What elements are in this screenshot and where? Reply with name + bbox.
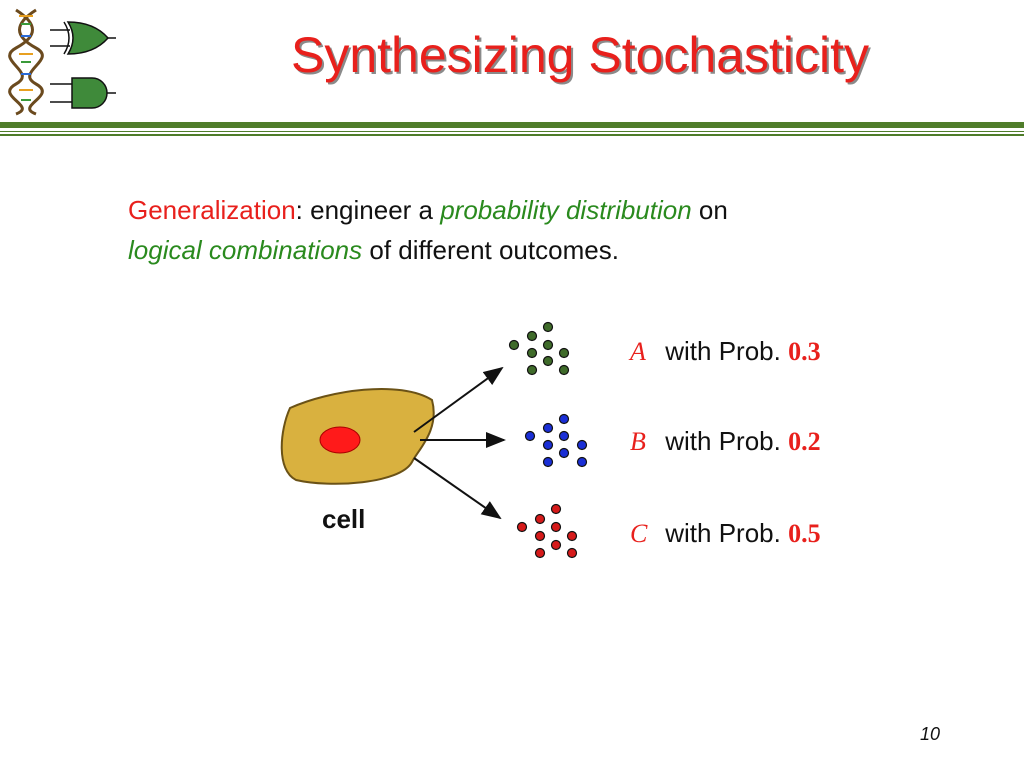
outcome-b-molecules <box>524 413 588 468</box>
molecule-dot <box>526 347 538 359</box>
molecule-dot <box>558 347 570 359</box>
outcome-a-molecules <box>508 321 570 376</box>
generalization-label: Generalization <box>128 195 296 225</box>
outcome-a-letter: A <box>630 337 646 366</box>
molecule-dot <box>526 364 538 376</box>
molecule-dot <box>550 503 562 515</box>
arrow-to-a <box>413 366 504 433</box>
molecule-dot <box>550 521 562 533</box>
molecule-dot <box>558 430 570 442</box>
molecule-dot <box>566 530 578 542</box>
logical-combinations-phrase: logical combinations <box>128 235 363 265</box>
outcome-a-prob: 0.3 <box>788 337 821 366</box>
dna-helix-icon <box>8 8 44 116</box>
outcome-c-molecules <box>516 503 578 559</box>
molecule-dot <box>534 513 546 525</box>
molecule-dot <box>576 439 588 451</box>
molecule-dot <box>542 339 554 351</box>
molecule-dot <box>542 422 554 434</box>
cell-nucleus <box>319 426 361 454</box>
molecule-dot <box>542 439 554 451</box>
molecule-dot <box>542 321 554 333</box>
outcome-c-label: with Prob. <box>665 518 781 548</box>
molecule-dot <box>542 355 554 367</box>
arrow-to-c <box>413 457 502 520</box>
molecule-dot <box>534 547 546 559</box>
outcome-b-label: with Prob. <box>665 426 781 456</box>
outcome-b-letter: B <box>630 427 646 456</box>
statement-text-2: on <box>691 195 728 225</box>
molecule-dot <box>508 339 520 351</box>
molecule-dot <box>576 456 588 468</box>
statement-text-1: engineer a <box>302 195 441 225</box>
cell-label: cell <box>322 504 366 534</box>
statement-text-3: of different outcomes. <box>362 235 619 265</box>
generalization-statement: Generalization: engineer a probability d… <box>128 190 948 270</box>
molecule-dot <box>558 413 570 425</box>
molecule-dot <box>558 447 570 459</box>
molecule-dot <box>526 330 538 342</box>
molecule-dot <box>524 430 536 442</box>
page-number: 10 <box>919 724 940 744</box>
molecule-dot <box>542 456 554 468</box>
molecule-dot <box>516 521 528 533</box>
molecule-dot <box>558 364 570 376</box>
dna-logic-gates-logo <box>8 8 116 116</box>
outcome-a-row: A with Prob. 0.3 <box>630 336 821 367</box>
and-gate-icon <box>50 77 116 109</box>
outcome-b-prob: 0.2 <box>788 427 821 456</box>
outcome-c-row: C with Prob. 0.5 <box>630 518 821 549</box>
outcome-a-label: with Prob. <box>665 336 781 366</box>
molecule-dot <box>534 530 546 542</box>
xor-gate-icon <box>50 21 116 55</box>
molecule-dot <box>566 547 578 559</box>
molecule-dot <box>550 539 562 551</box>
title-divider <box>0 122 1024 136</box>
outcome-c-letter: C <box>630 519 648 548</box>
slide-title: Synthesizing Stochasticity <box>290 27 870 83</box>
outcome-c-prob: 0.5 <box>788 519 821 548</box>
colon: : <box>295 195 303 225</box>
outcome-b-row: B with Prob. 0.2 <box>630 426 821 457</box>
probability-distribution-phrase: probability distribution <box>440 195 692 225</box>
